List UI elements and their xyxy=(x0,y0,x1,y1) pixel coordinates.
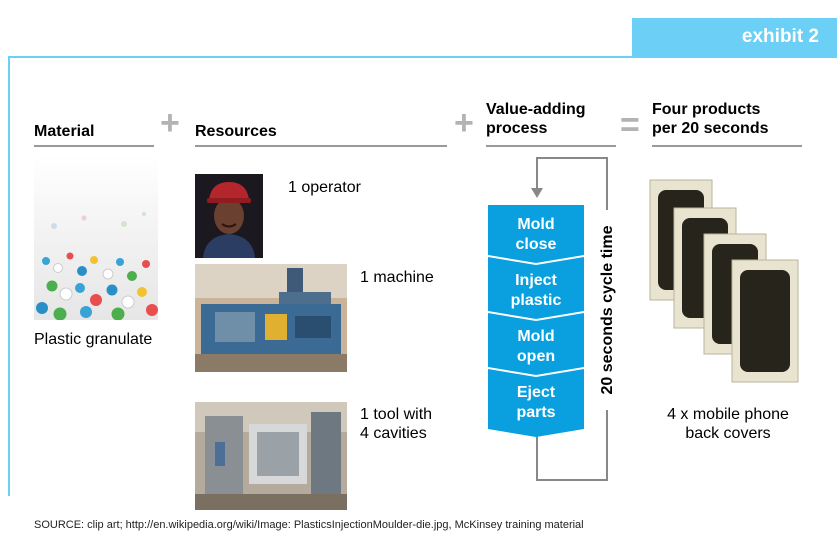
process-step-2: Inject plastic xyxy=(488,271,584,311)
product-label-line2: back covers xyxy=(685,425,771,442)
loop-line-bottom xyxy=(536,410,608,481)
loop-arrowhead xyxy=(531,188,543,198)
tool-photo xyxy=(195,402,347,510)
process-flow: Mold close Inject plastic Mold open Ejec… xyxy=(488,205,584,437)
resource-tool-line1: 1 tool with xyxy=(360,406,433,423)
loop-line-top xyxy=(536,157,608,210)
exhibit-label: exhibit 2 xyxy=(741,26,819,47)
header-process-line1: Value-adding xyxy=(486,101,586,118)
header-products-line2: per 20 seconds xyxy=(652,120,769,137)
resource-machine-label: 1 machine xyxy=(360,268,434,287)
process-chevron-2 xyxy=(488,257,584,319)
process-step-4: Eject parts xyxy=(488,383,584,423)
product-label-line1: 4 x mobile phone xyxy=(667,406,789,423)
header-products-line1: Four products xyxy=(652,101,761,118)
process-chevron-3 xyxy=(488,313,584,375)
process-step-1: Mold close xyxy=(488,215,584,255)
process-step-3-line2: open xyxy=(516,348,556,365)
header-products: Four products per 20 seconds xyxy=(652,100,769,138)
cycle-time-text: 20 seconds cycle time xyxy=(599,225,616,395)
rule-products xyxy=(652,145,802,147)
process-step-1-line1: Mold xyxy=(517,216,555,233)
process-step-4-line1: Eject xyxy=(516,384,556,401)
process-step-3-line1: Mold xyxy=(517,328,555,345)
header-resources: Resources xyxy=(195,123,277,140)
process-step-4-line2: parts xyxy=(516,404,556,421)
products-photo xyxy=(649,179,799,383)
product-label: 4 x mobile phone back covers xyxy=(648,405,808,443)
granulate-photo xyxy=(34,156,158,320)
process-chevron-1 xyxy=(488,205,584,263)
header-material: Material xyxy=(34,123,95,140)
machine-photo xyxy=(195,264,347,372)
exhibit-tab: exhibit 2 xyxy=(632,18,837,56)
process-step-3: Mold open xyxy=(488,327,584,367)
source-note: SOURCE: clip art; http://en.wikipedia.or… xyxy=(34,519,584,531)
material-label: Plastic granulate xyxy=(34,331,153,348)
process-step-1-line2: close xyxy=(515,236,557,253)
operator-photo xyxy=(195,174,263,258)
header-process-line2: process xyxy=(486,120,548,137)
resource-operator-line1: 1 operator xyxy=(288,179,361,196)
rule-material xyxy=(34,145,154,147)
exhibit-frame xyxy=(8,56,837,496)
header-process: Value-adding process xyxy=(486,100,586,138)
rule-process xyxy=(486,145,616,147)
back-cover-4 xyxy=(731,259,799,383)
rule-resources xyxy=(195,145,447,147)
process-chevron-4 xyxy=(488,369,584,437)
plus-operator-2: + xyxy=(454,104,474,142)
plus-operator-1: + xyxy=(160,104,180,142)
resource-tool-line2: 4 cavities xyxy=(360,425,427,442)
resource-operator-label: 1 operator xyxy=(288,178,361,197)
process-step-2-line2: plastic xyxy=(510,292,562,309)
equals-operator: = xyxy=(620,106,640,144)
resource-tool-label: 1 tool with 4 cavities xyxy=(360,405,432,443)
resource-machine-line1: 1 machine xyxy=(360,269,434,286)
process-step-2-line1: Inject xyxy=(515,272,557,289)
